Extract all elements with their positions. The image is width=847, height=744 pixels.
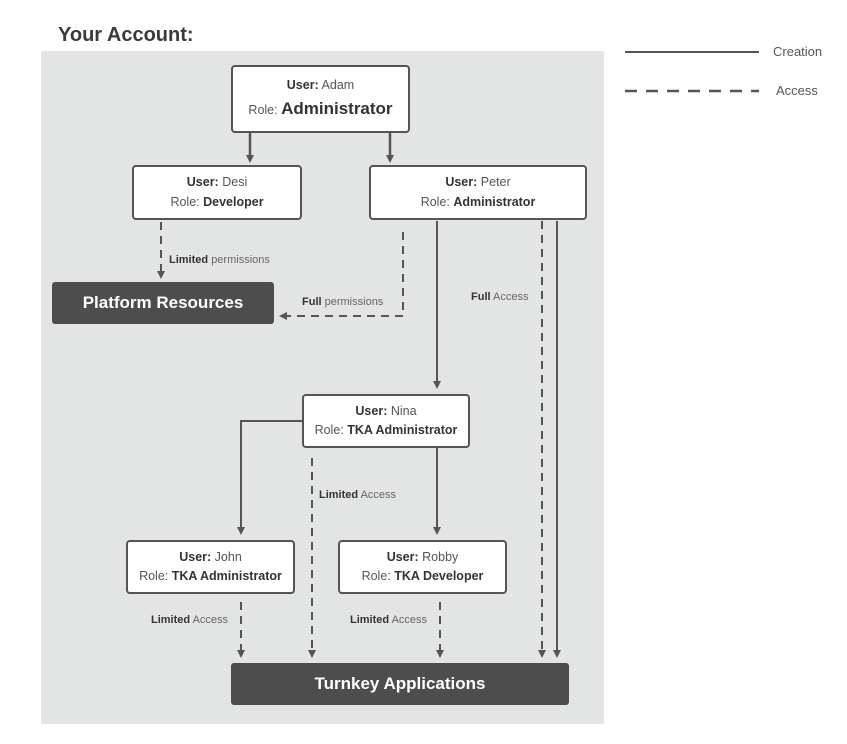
label-peter-turnkey-rest: Access [493, 291, 529, 303]
node-robby: User: Robby Role: TKA Developer [338, 540, 507, 594]
robby-role: TKA Developer [394, 569, 484, 583]
label-peter-turnkey-strong: Full [471, 291, 491, 303]
john-user-name: John [214, 549, 242, 564]
desi-user-key: User: [186, 175, 219, 190]
label-peter-platform: Full permissions [302, 296, 383, 308]
nina-user-name: Nina [390, 403, 417, 418]
john-role-key: Role: [139, 569, 169, 583]
label-robby-turnkey: Limited Access [350, 614, 427, 626]
label-robby-turnkey-rest: Access [391, 614, 428, 626]
label-john-turnkey: Limited Access [151, 614, 228, 626]
label-robby-turnkey-strong: Limited [350, 614, 390, 626]
node-peter: User: Peter Role: Administrator [369, 165, 587, 220]
account-panel [41, 51, 604, 724]
label-john-turnkey-rest: Access [192, 614, 229, 626]
robby-user-key: User: [386, 549, 419, 564]
node-adam: User: Adam Role: Administrator [231, 65, 410, 133]
label-nina-turnkey-rest: Access [360, 489, 397, 501]
nina-role-key: Role: [314, 423, 344, 437]
peter-user-name: Peter [480, 175, 511, 190]
adam-role-key: Role: [248, 102, 278, 117]
label-desi-platform: Limited permissions [169, 254, 270, 266]
turnkey-applications: Turnkey Applications [231, 663, 569, 705]
adam-user-key: User: [286, 78, 319, 93]
node-nina: User: Nina Role: TKA Administrator [302, 394, 470, 448]
john-role: TKA Administrator [171, 569, 282, 583]
label-john-turnkey-strong: Limited [151, 614, 191, 626]
label-peter-turnkey: Full Access [471, 291, 528, 303]
adam-role: Administrator [281, 98, 393, 118]
label-peter-platform-strong: Full [302, 296, 322, 308]
desi-role: Developer [203, 194, 264, 209]
node-john: User: John Role: TKA Administrator [126, 540, 295, 594]
label-peter-platform-rest: permissions [324, 296, 384, 308]
robby-user-name: Robby [422, 549, 459, 564]
nina-user-key: User: [355, 403, 388, 418]
edge-nina-john [237, 420, 302, 535]
label-desi-platform-rest: permissions [211, 254, 270, 266]
nina-role: TKA Administrator [347, 423, 458, 437]
label-nina-turnkey: Limited Access [319, 489, 396, 501]
access-peter-platform [279, 232, 404, 320]
node-desi: User: Desi Role: Developer [132, 165, 302, 220]
john-user-key: User: [179, 549, 212, 564]
diagram-title: Your Account: [58, 24, 194, 46]
robby-role-key: Role: [361, 569, 391, 583]
peter-role-key: Role: [420, 194, 450, 209]
label-desi-platform-strong: Limited [169, 254, 209, 266]
platform-resources: Platform Resources [52, 282, 274, 324]
peter-user-key: User: [445, 175, 478, 190]
desi-user-name: Desi [222, 175, 248, 190]
adam-user-name: Adam [321, 78, 355, 93]
legend-access-label: Access [776, 83, 818, 98]
label-nina-turnkey-strong: Limited [319, 489, 359, 501]
legend-creation-label: Creation [773, 44, 823, 59]
desi-role-key: Role: [170, 194, 200, 209]
peter-role: Administrator [453, 194, 536, 209]
